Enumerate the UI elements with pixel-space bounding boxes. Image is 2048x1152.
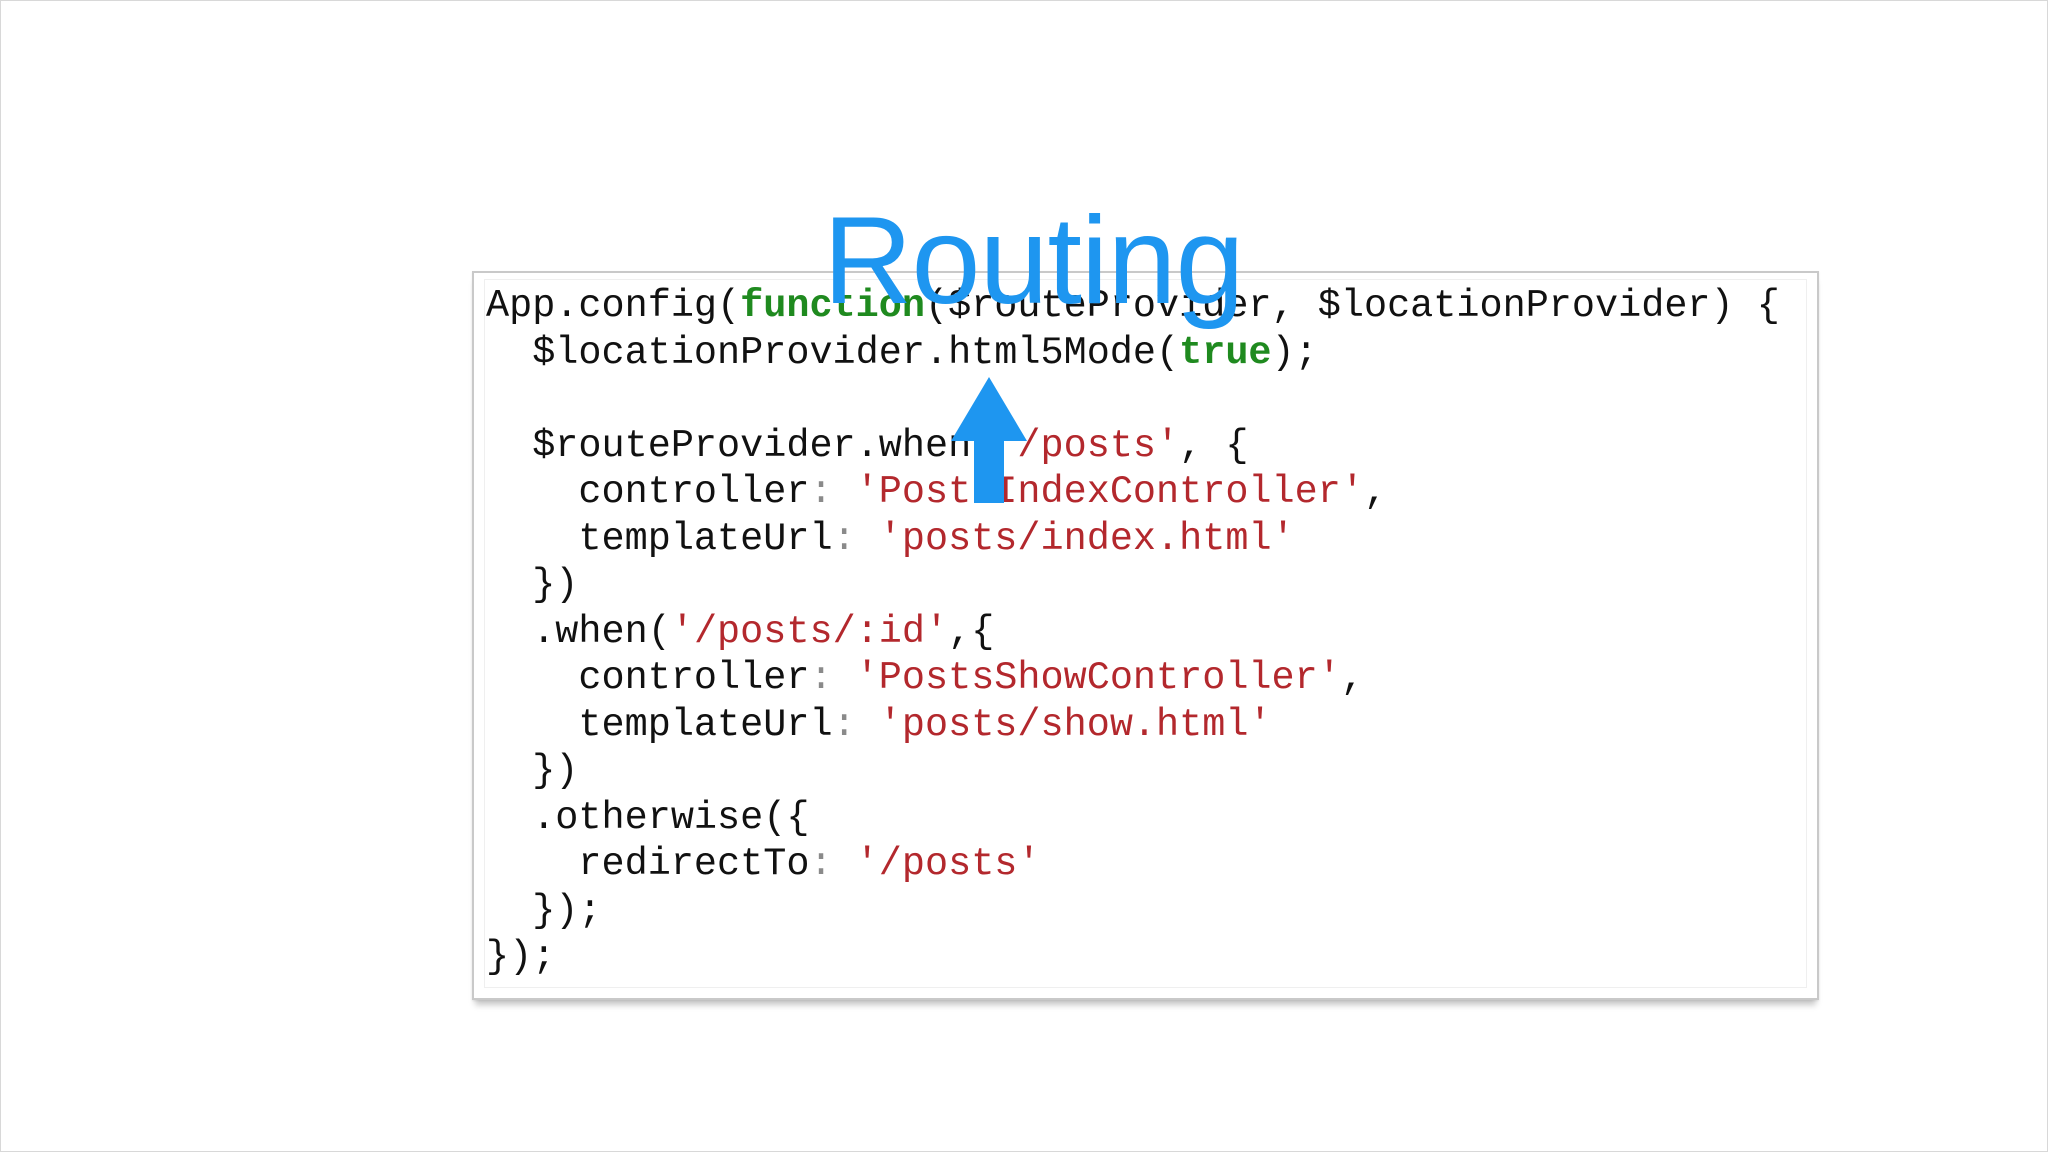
code-line: redirectTo: '/posts' <box>486 841 1780 888</box>
code-line: .otherwise({ <box>486 795 1780 842</box>
code-line: }); <box>486 934 1780 981</box>
code-string: '/posts' <box>855 842 1041 886</box>
code-text: templateUrl <box>486 702 833 747</box>
code-text: $routeProvider.when( <box>486 423 995 468</box>
code-line: templateUrl: 'posts/index.html' <box>486 516 1780 563</box>
code-text: , <box>1363 470 1388 514</box>
code-line: controller: 'PostsShowController', <box>486 655 1780 702</box>
code-text: templateUrl <box>486 516 833 561</box>
code-string: 'posts/show.html' <box>878 702 1272 747</box>
code-text: $locationProvider.html5Mode( <box>486 330 1180 375</box>
code-text: }) <box>486 749 579 793</box>
code-line <box>486 376 1780 423</box>
code-card-inner <box>484 279 1807 988</box>
code-text: .otherwise({ <box>486 795 810 840</box>
code-text: }); <box>486 935 556 979</box>
code-text: }); <box>486 888 602 933</box>
code-text: : <box>809 470 833 514</box>
code-line: }) <box>486 748 1780 795</box>
up-arrow-icon <box>951 377 1027 503</box>
code-text <box>833 842 856 886</box>
code-text: , <box>1340 656 1364 700</box>
code-text: ,{ <box>948 609 995 654</box>
code-text: controller <box>486 470 810 514</box>
code-string: '/posts' <box>994 423 1180 468</box>
code-text <box>856 703 879 747</box>
code-keyword: true <box>1179 330 1272 375</box>
code-string: '/posts/:id' <box>670 609 949 654</box>
code-string: 'PostsShowController' <box>855 656 1341 700</box>
code-text: App.config( <box>486 284 741 328</box>
code-keyword: function <box>740 284 925 328</box>
code-text: ); <box>1271 330 1318 375</box>
code-line: }); <box>486 888 1780 935</box>
up-arrow-shape <box>951 377 1027 503</box>
code-text: ($routeProvider, $locationProvider) { <box>925 284 1780 328</box>
code-line: templateUrl: 'posts/show.html' <box>486 702 1780 749</box>
code-text: , { <box>1179 423 1249 468</box>
code-text: }) <box>486 563 579 607</box>
code-string: 'posts/index.html' <box>878 516 1295 561</box>
code-text: : <box>832 516 856 561</box>
code-text <box>833 470 856 514</box>
code-line: $routeProvider.when('/posts', { <box>486 423 1780 470</box>
code-text <box>856 517 879 561</box>
slide-title: Routing <box>823 192 1244 330</box>
code-line: $locationProvider.html5Mode(true); <box>486 330 1780 377</box>
code-text <box>833 656 856 700</box>
code-text: : <box>832 702 856 747</box>
code-text: .when( <box>486 609 671 654</box>
code-line: controller: 'PostsIndexController', <box>486 469 1780 516</box>
code-line: }) <box>486 562 1780 609</box>
code-text: : <box>809 656 833 700</box>
code-line: .when('/posts/:id',{ <box>486 609 1780 656</box>
code-line: App.config(function($routeProvider, $loc… <box>486 283 1780 330</box>
code-card <box>472 271 1819 1000</box>
code-text: : <box>809 842 833 886</box>
code-string: 'PostsIndexController' <box>855 470 1364 514</box>
code-text: redirectTo <box>486 842 810 886</box>
code-text: controller <box>486 656 810 700</box>
code-block: App.config(function($routeProvider, $loc… <box>486 283 1780 981</box>
